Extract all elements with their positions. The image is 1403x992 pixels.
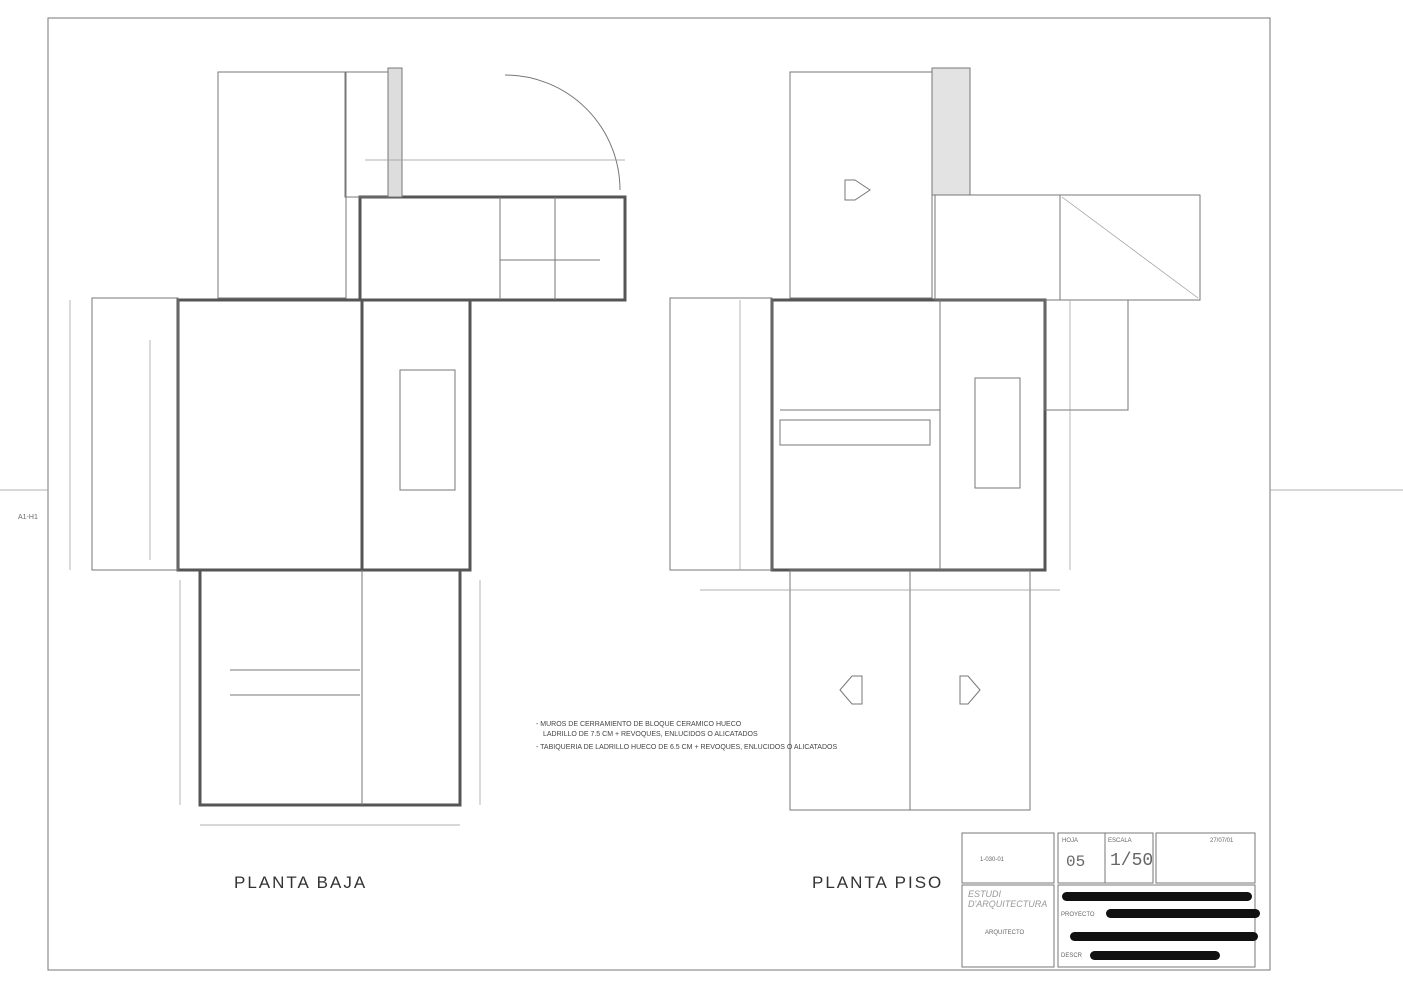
- scale-value: 1/50: [1110, 851, 1154, 871]
- title-block: [961, 832, 1256, 968]
- architect: ARQUITECTO: [985, 930, 1025, 936]
- note-exterior-walls: - MUROS DE CERRAMIENTO DE BLOQUE CERAMIC…: [536, 721, 742, 728]
- note-exterior-walls-detail: LADRILLO DE 7.5 CM + REVOQUES, ENLUCIDOS…: [543, 731, 758, 738]
- ground-floor-plan: [69, 67, 627, 826]
- studio-name-2: D'ARQUITECTURA: [968, 899, 1048, 909]
- date: 27/07/01: [1210, 838, 1234, 844]
- project-label: PROYECTO: [1061, 912, 1095, 918]
- redaction-mark: [1062, 892, 1252, 901]
- redaction-mark: [1070, 932, 1258, 941]
- drawing-code: 1-030-01: [980, 857, 1005, 863]
- sheet-label: HOJA: [1062, 838, 1079, 844]
- redaction-mark: [1090, 951, 1220, 960]
- scale-label: ESCALA: [1108, 838, 1132, 844]
- upper-floor-title: PLANTA PISO: [812, 873, 944, 892]
- sheet-border: [47, 17, 1271, 971]
- sheet-reference: A1-H1: [18, 514, 38, 521]
- upper-floor-plan: [669, 67, 1201, 811]
- description-label: DESCR: [1061, 953, 1083, 959]
- studio-name-1: ESTUDI: [968, 889, 1002, 899]
- redaction-mark: [1106, 909, 1260, 918]
- ground-floor-title: PLANTA BAJA: [234, 873, 368, 892]
- sheet-number: 05: [1066, 853, 1086, 871]
- note-partitions: - TABIQUERIA DE LADRILLO HUECO DE 6.5 CM…: [536, 744, 838, 751]
